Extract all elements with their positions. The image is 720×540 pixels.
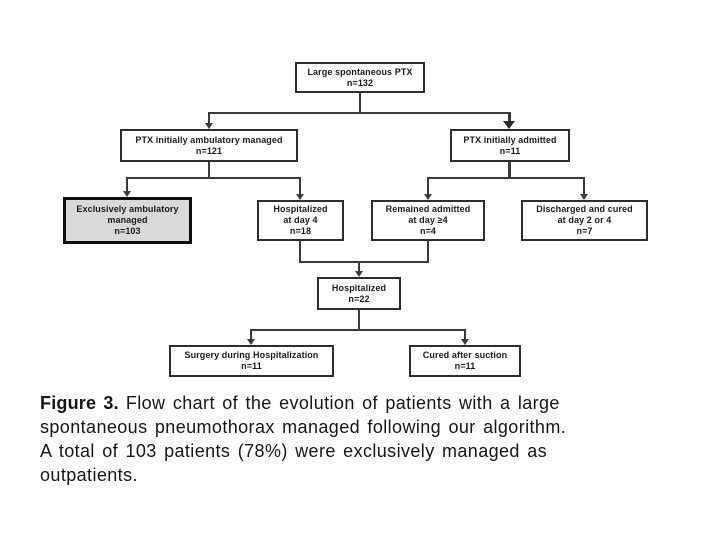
node-label: Remained admitted at day ≥4 (385, 204, 471, 225)
node-count: n=11 (241, 361, 262, 371)
node-count: n=7 (576, 226, 593, 236)
connector-line (208, 112, 210, 123)
arrowhead-down-icon (580, 194, 588, 200)
connector-line (508, 112, 511, 121)
node-count: n=18 (289, 226, 312, 236)
node-label: Exclusively ambulatory managed (76, 204, 179, 225)
node-label: Hospitalized at day 4 (273, 204, 328, 225)
node-label: PTX initially ambulatory managed (135, 134, 283, 145)
arrowhead-down-icon (247, 339, 255, 345)
connector-line (126, 177, 128, 191)
flow-node-remained-admitted: Remained admitted at day ≥4 n=4 (371, 200, 485, 241)
arrowhead-down-icon (123, 191, 131, 197)
node-count: n=132 (346, 77, 374, 88)
flow-node-hospitalized-day4: Hospitalized at day 4 n=18 (257, 200, 344, 241)
arrowhead-down-icon (205, 123, 213, 129)
flow-node-discharged-cured: Discharged and cured at day 2 or 4 n=7 (521, 200, 648, 241)
node-count: n=121 (195, 145, 223, 156)
flow-node-hospitalized-total: Hospitalized n=22 (317, 277, 401, 310)
arrowhead-down-icon (355, 271, 363, 277)
node-count: n=11 (499, 145, 521, 156)
node-label: PTX initially admitted (463, 134, 557, 145)
flow-node-exclusively-ambulatory: Exclusively ambulatory managed n=103 (63, 197, 192, 244)
node-count: n=103 (114, 226, 141, 236)
node-label: Cured after suction (422, 350, 508, 360)
node-label: Hospitalized (331, 282, 387, 293)
caption-line: outpatients. (40, 465, 138, 485)
caption-line: Figure 3. Flow chart of the evolution of … (40, 391, 700, 415)
node-label: Large spontaneous PTX (307, 66, 413, 77)
flow-node-surgery: Surgery during Hospitalization n=11 (169, 345, 334, 377)
connector-line (251, 329, 466, 331)
connector-line (299, 177, 301, 194)
connector-line (428, 177, 585, 179)
flow-node-large-spontaneous-ptx: Large spontaneous PTX n=132 (295, 62, 425, 93)
node-count: n=22 (348, 293, 370, 304)
connector-line (250, 329, 252, 339)
caption-text: Flow chart of the evolution of patients … (125, 393, 560, 413)
arrowhead-down-icon (461, 339, 469, 345)
connector-line (583, 177, 585, 194)
connector-line (209, 112, 511, 114)
connector-line (299, 241, 301, 261)
connector-line (427, 177, 429, 194)
caption-line: A total of 103 patients (78%) were exclu… (40, 441, 548, 461)
connector-line (299, 261, 429, 263)
caption-line: spontaneous pneumothorax managed followi… (40, 417, 567, 437)
caption-figure-label: Figure 3. (40, 393, 119, 413)
connector-line (359, 93, 361, 113)
connector-line (427, 241, 429, 261)
flow-node-ambulatory-managed: PTX initially ambulatory managed n=121 (120, 129, 298, 162)
connector-line (127, 177, 301, 179)
node-count: n=11 (454, 361, 476, 371)
connector-line (208, 162, 210, 177)
connector-line (508, 162, 511, 177)
arrowhead-down-icon (503, 121, 515, 129)
node-label: Surgery during Hospitalization (184, 350, 319, 360)
figure-caption: Figure 3. Flow chart of the evolution of … (40, 391, 700, 487)
connector-line (358, 310, 360, 329)
flow-node-initially-admitted: PTX initially admitted n=11 (450, 129, 570, 162)
node-label: Discharged and cured at day 2 or 4 (536, 204, 633, 225)
node-count: n=4 (419, 226, 437, 236)
connector-line (464, 329, 466, 339)
connector-line (358, 261, 360, 271)
flow-node-cured-suction: Cured after suction n=11 (409, 345, 521, 377)
arrowhead-down-icon (424, 194, 432, 200)
arrowhead-down-icon (296, 194, 304, 200)
